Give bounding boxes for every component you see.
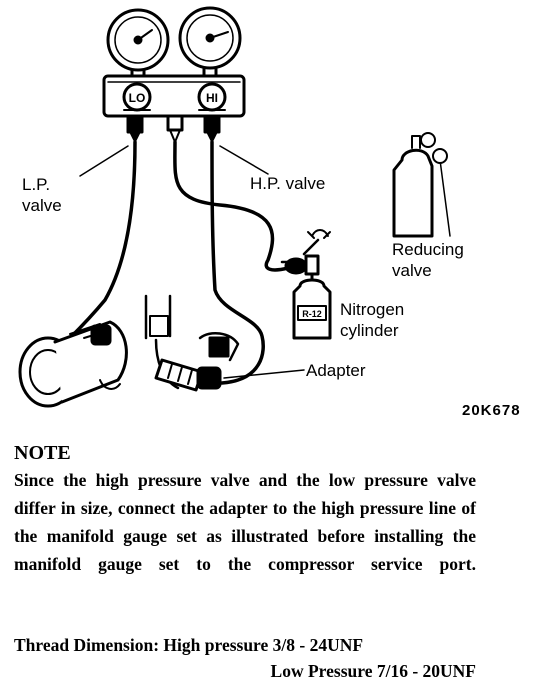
- nitrogen-cylinder-label-line1: Nitrogen: [340, 300, 405, 319]
- note-section: NOTE Since the high pressure valve and t…: [14, 440, 476, 578]
- thread-low-pressure: Low Pressure 7/16 - 20UNF: [270, 661, 476, 681]
- thread-high-pressure: High pressure 3/8 - 24UNF: [163, 635, 364, 655]
- compressor: [18, 320, 128, 408]
- reducing-valve-label-line1: Reducing: [392, 240, 464, 259]
- cylinder-tag-label: R-12: [302, 309, 322, 319]
- charge-hose: [173, 140, 290, 272]
- note-body: Since the high pressure valve and the lo…: [14, 470, 476, 574]
- manifold-body: [102, 74, 246, 143]
- thread-line-low: Low Pressure 7/16 - 20UNF: [14, 658, 476, 684]
- manifold-gauge-diagram: LO HI R-12: [18, 6, 451, 408]
- gauge-hi-label: HI: [206, 91, 218, 105]
- thread-line-high: Thread Dimension: High pressure 3/8 - 24…: [14, 632, 476, 658]
- reducing-valve-label-line2: valve: [392, 261, 432, 280]
- hp-valve-label: H.P. valve: [250, 174, 326, 193]
- gauge-lo-label: LO: [129, 91, 146, 105]
- nitrogen-cylinder-label-line2: cylinder: [340, 321, 399, 340]
- low-pressure-hose: [68, 140, 137, 340]
- thread-label: Thread Dimension:: [14, 635, 160, 655]
- high-pressure-hose: [210, 140, 265, 385]
- adapter-assembly: [144, 294, 240, 392]
- low-pressure-gauge: [106, 8, 170, 80]
- thread-dimension: Thread Dimension: High pressure 3/8 - 24…: [14, 632, 476, 684]
- note-title: NOTE: [14, 442, 71, 464]
- lp-valve-label-line2: valve: [22, 196, 62, 215]
- adapter-label: Adapter: [306, 361, 366, 380]
- reducing-valve-cylinder: [392, 132, 448, 238]
- high-pressure-gauge: [178, 6, 242, 80]
- figure-code: 20K678: [462, 402, 521, 419]
- nitrogen-cylinder: [280, 229, 332, 340]
- lp-valve-label-line1: L.P.: [22, 175, 51, 194]
